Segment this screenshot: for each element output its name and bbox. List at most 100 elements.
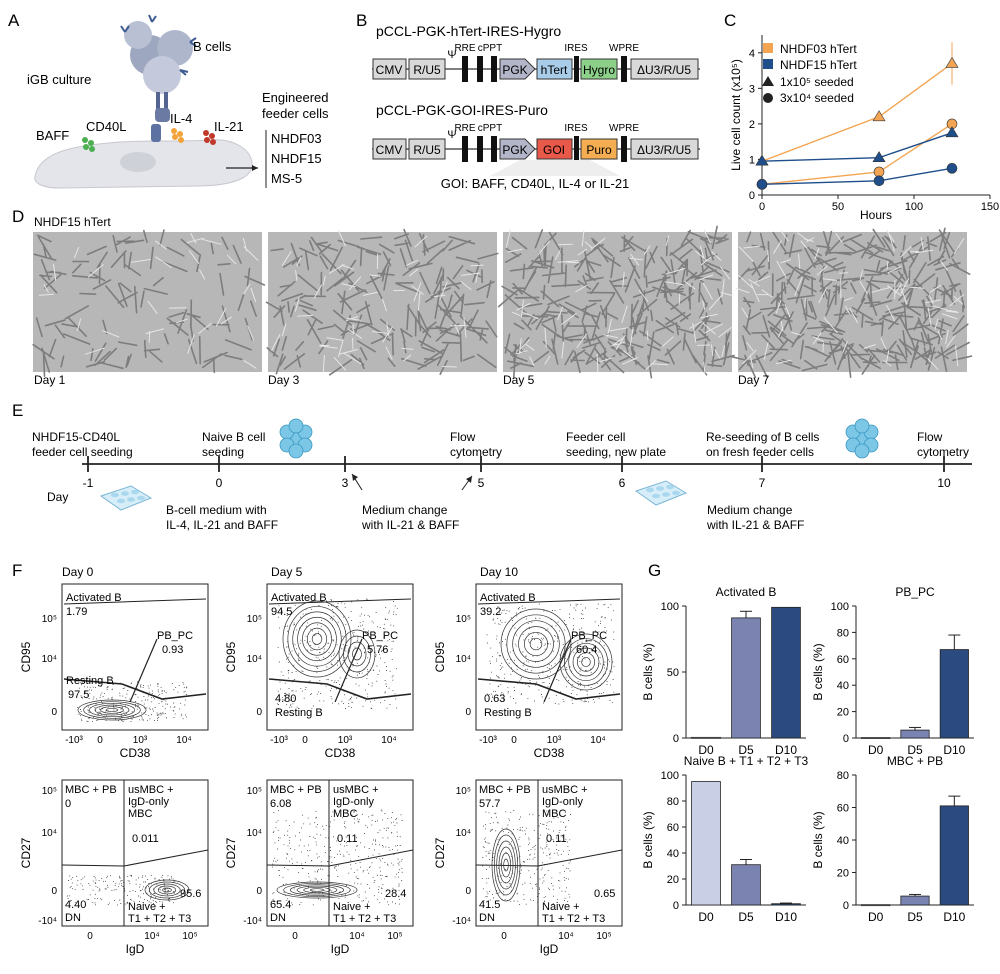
y-axis-label: CD95 <box>433 641 447 672</box>
contour-line <box>491 828 521 902</box>
horizontal-gate-line <box>61 849 209 867</box>
contour-line <box>347 641 367 667</box>
contour-line <box>512 620 560 668</box>
y-tick-label: 50 <box>667 667 679 679</box>
construct2-title: pCCL-PGK-GOI-IRES-Puro <box>376 102 548 118</box>
baff-dots <box>82 137 95 152</box>
bar-d10 <box>771 903 801 906</box>
gate-pbpc-label: PB_PC <box>571 630 607 642</box>
gate-usmbc-label: MBC <box>128 808 153 820</box>
line-ms5: MS-5 <box>271 171 302 186</box>
b-cell-cluster-icon <box>279 418 313 459</box>
y-axis-label: CD27 <box>19 837 33 868</box>
x-tick-label: D0 <box>698 743 714 757</box>
resting-gate-line <box>268 678 412 700</box>
gate-resting-value: 4.80 <box>275 693 296 705</box>
event-top-text: Re-seeding of B cells <box>706 430 819 444</box>
gate-naive-label: Naive + <box>128 901 166 913</box>
micrograph-background <box>33 232 262 372</box>
x-tick-label: 10⁵ <box>387 931 402 942</box>
box-resistance <box>580 58 618 80</box>
timeline-day-label: 7 <box>759 476 766 490</box>
y-axis-label: CD95 <box>224 641 238 672</box>
goi-note: GOI: BAFF, CD40L, IL-4 or IL-21 <box>441 176 630 191</box>
y-tick-label: 10⁵ <box>247 614 262 625</box>
timeline-day-label: -1 <box>83 476 94 490</box>
rre-block <box>462 136 468 162</box>
x-tick-label: 10⁴ <box>590 735 605 746</box>
legend-circle-marker <box>763 93 773 103</box>
contour-line <box>302 622 332 656</box>
event-dots <box>277 598 398 710</box>
legend-triangle-marker <box>762 76 774 86</box>
x-axis-label: CD38 <box>120 746 151 760</box>
gate-naive-label: Naive + <box>333 901 371 913</box>
wpre-label: WPRE <box>609 43 639 54</box>
panel-d: D NHDF15 hTert Day 1 Day 3 Day 5 Day 7 <box>12 207 973 387</box>
event-dots <box>272 809 403 906</box>
event-top-text: Flow <box>917 430 943 444</box>
contour-line <box>563 638 609 686</box>
gate-dn-value: 65.4 <box>270 899 291 911</box>
contour-line <box>100 706 124 714</box>
box-pgk <box>499 138 536 160</box>
pbpc-gate-line <box>334 638 363 703</box>
y-tick-label: 0 <box>51 707 57 718</box>
contour-line <box>523 631 549 657</box>
cell-blob <box>288 443 304 459</box>
y-tick-label: 0 <box>843 900 849 912</box>
line-nhdf03: NHDF03 <box>271 131 322 146</box>
y-tick-label: 100 <box>661 601 679 613</box>
y-tick-label: 10⁵ <box>42 786 57 797</box>
gate-pbpc-value: 60.4 <box>576 644 597 656</box>
box-gene-label: GOI <box>543 143 565 157</box>
gate-dn-label: DN <box>65 912 81 924</box>
gate-dn-label: DN <box>270 912 286 924</box>
contour-line <box>498 846 514 884</box>
y-tick-label: 80 <box>667 796 679 808</box>
y-tick-label: 60 <box>837 803 849 815</box>
timeline-day-label: 3 <box>342 476 349 490</box>
gate-naive-label: T1 + T2 + T3 <box>542 913 605 925</box>
gate-activated-label: Activated B <box>66 592 122 604</box>
x-tick-label: -10³ <box>65 735 83 746</box>
x-tick-label: 10⁴ <box>381 735 396 746</box>
gate-usmbc-label: usMBC + <box>128 784 174 796</box>
contour-line <box>77 699 147 721</box>
gate-pbpc-value: 5.76 <box>367 644 388 656</box>
box-resistance <box>580 138 618 160</box>
gate-mbc-pb-label: MBC + PB <box>65 784 117 796</box>
y-tick-label: 100 <box>831 601 849 613</box>
x-tick-label: D10 <box>775 743 797 757</box>
x-tick-label: 10⁵ <box>182 931 197 942</box>
gate-activated-value: 1.79 <box>66 606 87 618</box>
plot-frame <box>266 779 414 927</box>
x-tick-label: D5 <box>907 910 923 924</box>
contour-line <box>94 704 130 716</box>
data-point-triangle <box>872 151 886 162</box>
y-tick-label: 60 <box>667 822 679 834</box>
y-axis-label: B cells (%) <box>641 811 655 868</box>
contour-line <box>496 840 516 890</box>
box-ltr-label: ΔU3/R/U5 <box>637 63 691 77</box>
micrograph-background <box>503 232 732 372</box>
gate-pbpc-label: PB_PC <box>362 630 398 642</box>
box-cmv <box>372 58 407 80</box>
gate-resting-label: Resting B <box>275 707 323 719</box>
gate-dn-label: DN <box>479 912 495 924</box>
plot-frame <box>266 583 414 731</box>
y-tick-label: 0 <box>749 190 755 202</box>
day3-label: Day 3 <box>268 373 300 387</box>
gate-naive-label: Naive + <box>542 901 580 913</box>
cell-highlight <box>38 232 259 369</box>
y-tick-label: 80 <box>837 627 849 639</box>
contour-line <box>581 656 591 668</box>
panel-d-title: NHDF15 hTert <box>34 215 111 229</box>
x-tick-label: 0 <box>501 931 507 942</box>
x-axis-label: CD38 <box>325 746 356 760</box>
